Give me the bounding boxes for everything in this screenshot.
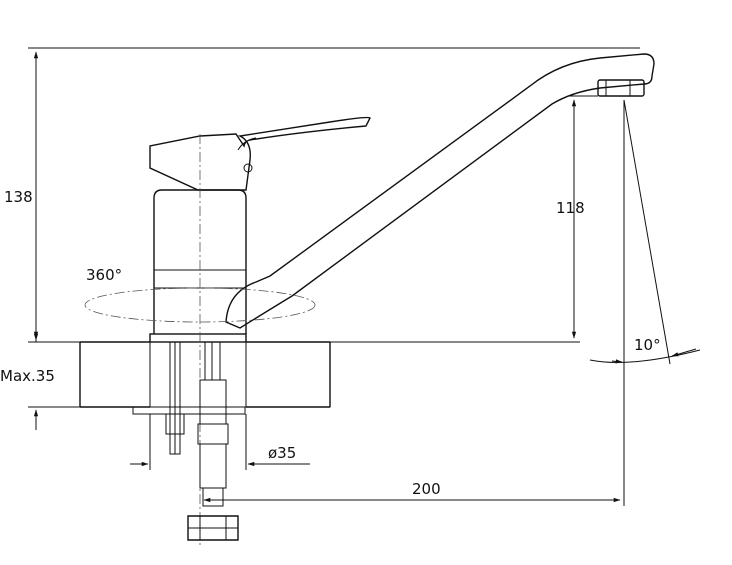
dim-label-200: 200 — [412, 480, 441, 498]
dimension-10deg: 10° — [589, 99, 701, 365]
dim-label-360: 360° — [86, 266, 122, 284]
supply-hose — [197, 342, 229, 507]
dimension-138: 138 — [4, 47, 640, 343]
dim-label-diameter: ø35 — [268, 444, 296, 462]
hose-nut — [187, 515, 239, 541]
dim-label-138: 138 — [4, 188, 33, 206]
mounting-plate — [132, 406, 246, 415]
dimension-diameter-35: ø35 — [130, 414, 310, 470]
mounting-stud — [165, 341, 185, 455]
dimension-max35: Max.35 — [0, 320, 80, 430]
dim-label-max35: Max.35 — [0, 367, 55, 385]
countertop-section — [79, 341, 331, 408]
dimension-118: 118 — [330, 95, 598, 343]
dimension-200: 200 — [203, 100, 625, 506]
dim-label-118: 118 — [556, 199, 585, 217]
lever-handle — [149, 116, 371, 191]
faucet-body — [149, 189, 247, 343]
dim-label-10deg: 10° — [634, 336, 661, 354]
spout — [225, 53, 655, 329]
